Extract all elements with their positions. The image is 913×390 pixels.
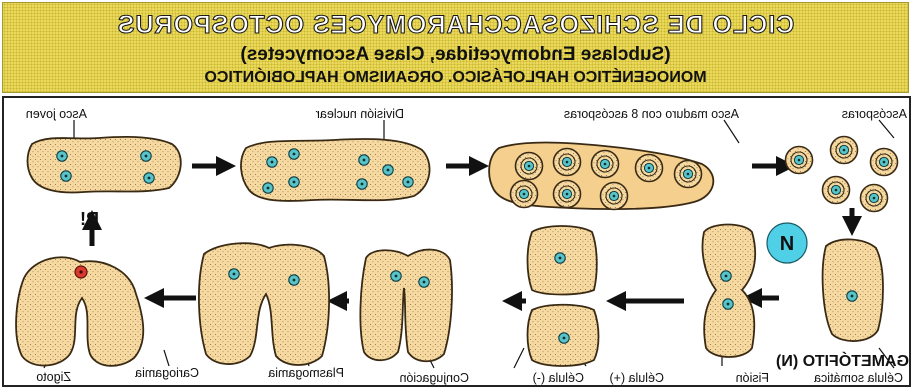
label-fision: Fisión [736,371,769,385]
cell-asco-joven [28,137,181,193]
label-conjugacion: Conjugación [399,371,469,385]
cell-fision [703,225,756,358]
label-cariogamia: Cariogamia [135,366,199,380]
cell-division-nuclear [241,139,430,201]
label-ascosporas: Ascósporas [842,107,907,121]
cell-zigoto [16,257,143,366]
cell-plasmogamia [199,243,329,365]
label-plasmogamia: Plasmogamia [268,366,344,380]
label-celula-menos: Célula (-) [533,371,584,385]
label-asco-joven: Asco joven [26,107,87,121]
n-label: N [780,233,794,255]
cell-positive [528,226,597,295]
label-celula-mas: Célula (+) [609,371,664,385]
cell-conjugacion [360,250,452,362]
label-zigoto: Zigoto [36,370,71,384]
cell-asco-maduro [489,143,713,210]
free-ascospores [786,137,898,212]
life-cycle-panel: Asco joven División nuclear Asco maduro … [2,96,911,387]
cell-negative [528,305,599,366]
haploid-n-badge: N [767,223,807,263]
label-division-nuclear: División nuclear [316,107,404,121]
description: MONOGENÉTICO HAPLOFÁSICO. ORGANISMO HAPL… [3,69,908,87]
title-banner: CICLO DE SCHIZOSACCHAROMYCES OCTOSPORUS … [2,2,909,93]
title: CICLO DE SCHIZOSACCHAROMYCES OCTOSPORUS [3,11,908,40]
label-asco-maduro: Asco maduro con 8 ascósporas [564,107,739,121]
cell-gametofito [823,239,883,341]
subtitle: (Subclase Endomycetidae, Clase Ascomycet… [3,44,908,66]
label-celula-somatica: Célula somática [814,371,903,385]
life-cycle-diagram: Asco joven División nuclear Asco maduro … [4,98,909,385]
